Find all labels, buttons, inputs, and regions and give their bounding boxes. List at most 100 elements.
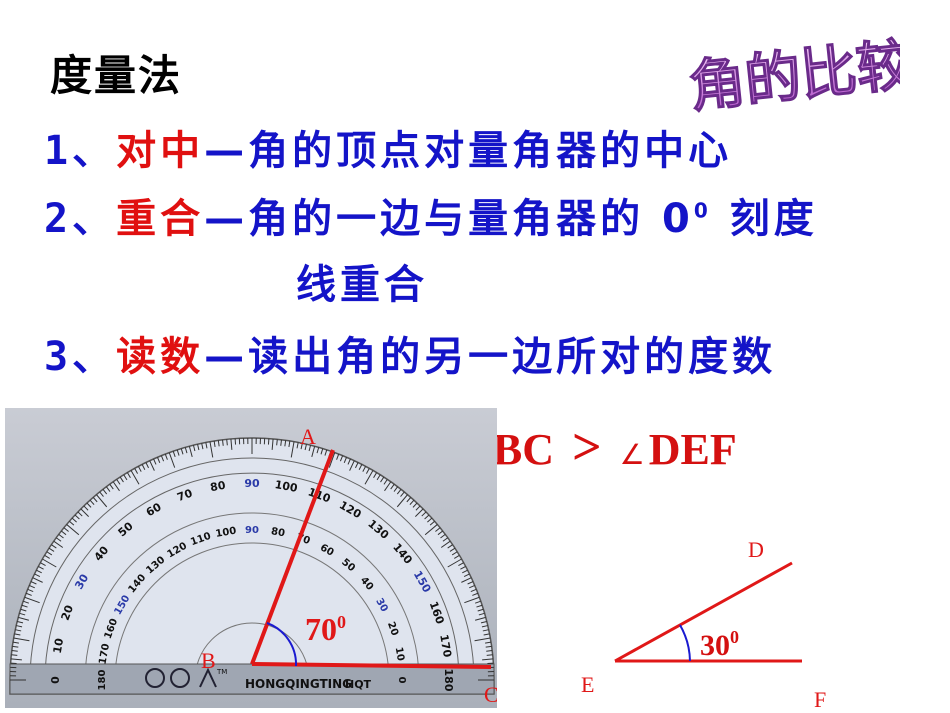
wordart-text: 角的比较 xyxy=(686,32,900,118)
protractor-tick xyxy=(469,584,475,589)
protractor-tick xyxy=(393,486,399,492)
protractor-tick-label: 170 xyxy=(437,633,454,658)
protractor-tick xyxy=(83,505,89,511)
protractor-body xyxy=(9,437,495,695)
protractor-tick xyxy=(14,633,21,636)
protractor-tick xyxy=(296,442,299,449)
protractor-tick xyxy=(482,629,489,632)
protractor-tick xyxy=(40,562,46,567)
protractor-tick xyxy=(13,637,30,642)
protractor-tick xyxy=(230,438,233,450)
protractor-tick xyxy=(27,588,34,593)
protractor-tick xyxy=(176,449,180,456)
protractor-tick xyxy=(180,448,184,455)
protractor-tick xyxy=(380,476,385,483)
protractor-tick xyxy=(447,544,453,549)
protractor-tick xyxy=(58,533,64,539)
protractor-tick-label: 20 xyxy=(59,603,77,622)
protractor-tick xyxy=(358,464,363,470)
angle-def-diagram: 300 D E F xyxy=(581,537,826,710)
protractor-tick xyxy=(134,468,139,474)
protractor-tick xyxy=(483,633,490,636)
protractor-tick xyxy=(365,468,370,474)
protractor-tick xyxy=(442,537,449,542)
protractor-tick xyxy=(485,641,492,644)
protractor-tick xyxy=(141,464,146,470)
protractor-tick xyxy=(32,577,43,583)
protractor-tick xyxy=(429,520,435,526)
protractor-tick xyxy=(464,596,480,604)
step-3-key: 读数 xyxy=(116,334,205,380)
step-3: 3、读数—读出角的另一边所对的度数 xyxy=(44,334,777,380)
protractor-tick xyxy=(126,472,131,478)
protractor-tick xyxy=(38,565,44,570)
protractor-tick xyxy=(80,508,90,518)
page-heading: 度量法 xyxy=(50,51,183,100)
protractor-tick xyxy=(355,462,359,469)
protractor-tick xyxy=(222,439,224,446)
protractor-tick xyxy=(288,440,291,447)
protractor-tick xyxy=(226,439,228,446)
angle-comparison: ∠ABC>∠DEF xyxy=(432,418,737,477)
protractor-tick xyxy=(69,520,75,526)
protractor-tick xyxy=(172,451,176,458)
protractor-tick-label: 0 xyxy=(396,677,407,684)
protractor-tick xyxy=(105,486,111,492)
protractor-tick xyxy=(12,645,19,648)
protractor-tick xyxy=(44,554,50,559)
protractor-tick xyxy=(290,441,295,458)
protractor-tick-label: 100 xyxy=(215,526,238,540)
protractor-tick xyxy=(116,479,121,485)
protractor-tick xyxy=(130,470,140,485)
protractor-tick xyxy=(209,441,214,458)
protractor-tick xyxy=(30,581,37,585)
angle-def: DEF xyxy=(648,425,737,474)
protractor-tick xyxy=(349,460,355,471)
protractor-tick xyxy=(149,460,155,471)
protractor-tick xyxy=(396,488,402,495)
protractor-tick-label: 0 xyxy=(49,676,62,684)
protractor-tick xyxy=(92,497,98,503)
protractor-tick xyxy=(201,443,204,450)
protractor-tick xyxy=(424,524,438,536)
protractor-tick xyxy=(480,620,487,624)
protractor-tick xyxy=(435,527,441,532)
protractor-model: HQT xyxy=(345,678,372,691)
protractor-tick xyxy=(396,494,408,508)
protractor-tick xyxy=(188,446,193,458)
protractor-tick xyxy=(373,472,378,478)
protractor-tick-label: 20 xyxy=(385,620,400,637)
protractor-tick xyxy=(89,499,95,505)
protractor-tick xyxy=(51,544,57,549)
angle-symbol-icon: ∠ xyxy=(619,440,645,471)
protractor-tick xyxy=(24,596,40,604)
protractor-tick xyxy=(461,577,472,583)
protractor-tick xyxy=(112,481,120,492)
protractor-tick xyxy=(458,562,464,567)
protractor-tick xyxy=(451,551,458,556)
protractor-tick xyxy=(440,533,446,539)
protractor-tick xyxy=(119,476,124,483)
protractor-tick xyxy=(412,502,418,508)
label-d: D xyxy=(748,537,764,562)
protractor-tick xyxy=(53,540,64,548)
protractor-tick xyxy=(339,455,344,462)
protractor-tick xyxy=(99,491,104,497)
protractor-tick xyxy=(164,453,168,460)
protractor-tick xyxy=(21,604,28,608)
protractor-tick xyxy=(66,524,80,536)
protractor-tick xyxy=(19,612,26,616)
greater-than: > xyxy=(572,419,602,476)
label-e: E xyxy=(581,672,594,697)
protractor-tick xyxy=(460,565,466,570)
protractor-tick xyxy=(160,455,165,462)
protractor-tick xyxy=(476,604,483,608)
step-1: 1、对中—角的顶点对量角器的中心 xyxy=(44,128,733,174)
protractor-tick xyxy=(406,497,412,503)
protractor-tick xyxy=(276,439,278,446)
protractor-tick xyxy=(336,453,340,460)
protractor-tick xyxy=(364,470,374,485)
protractor-tick xyxy=(316,447,320,454)
protractor-tick xyxy=(12,641,19,644)
